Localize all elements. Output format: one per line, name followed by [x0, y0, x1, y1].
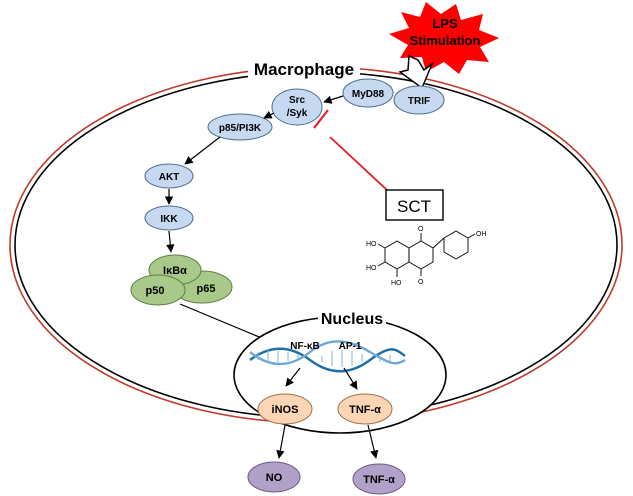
arrow-ap1-tnfa	[343, 367, 358, 390]
inos-label: iNOS	[272, 404, 299, 416]
nfkb-complex: IκBα p50 p65	[130, 254, 233, 306]
sct-chemical-structure	[377, 230, 476, 277]
chem-label-oh: OH	[476, 231, 487, 238]
chem-label-o-carbonyl: O	[418, 279, 424, 286]
chem-label-ho-2: HO	[366, 265, 377, 272]
arrow-myd88-src	[323, 95, 344, 104]
starburst-icon	[389, 2, 499, 74]
arrow-src-pi3k	[263, 110, 275, 119]
ikba-label: IκBα	[163, 265, 187, 277]
tnfa-gene-label: TNF-α	[349, 404, 381, 416]
nfkb-label: NF-κB	[290, 341, 319, 352]
sct-inhibitor: SCT	[313, 109, 444, 221]
node-inos: iNOS	[257, 393, 313, 425]
chem-label-ho-1: HO	[366, 241, 377, 248]
inhibition-bar	[313, 109, 329, 129]
title-backdrop	[248, 58, 360, 80]
cell-title: Macrophage	[254, 60, 354, 79]
arrow-inos-no	[276, 424, 286, 459]
node-myd88: MyD88	[342, 78, 394, 108]
sct-label: SCT	[397, 197, 431, 216]
chem-label-ho-3: HO	[391, 280, 402, 287]
node-tnfa-gene: TNF-α	[337, 393, 393, 425]
akt-label: AKT	[159, 172, 180, 183]
arrow-pi3k-akt	[184, 136, 221, 165]
dna-helix-icon	[249, 340, 406, 373]
lps-stimulus: LPS Stimulation	[389, 2, 499, 74]
hollow-arrow-icon	[398, 54, 434, 90]
node-trif: TRIF	[393, 85, 445, 115]
myd88-label: MyD88	[352, 89, 385, 100]
node-p50	[130, 274, 186, 306]
chem-label-o-ring: O	[418, 226, 424, 233]
syk-label: /Syk	[287, 108, 308, 119]
nucleus-label: Nucleus	[321, 311, 383, 328]
node-akt: AKT	[144, 163, 194, 189]
node-ikk: IKK	[144, 205, 194, 231]
tnfa-out-label: TNF-α	[363, 474, 395, 486]
no-label: NO	[266, 472, 283, 484]
pi3k-label: p85/PI3K	[219, 123, 262, 134]
p65-label: p65	[197, 283, 216, 295]
arrow-ikk-ikba	[166, 230, 175, 253]
sct-box	[385, 189, 444, 221]
arrow-nfkb-inos	[285, 367, 301, 387]
ap1-label: AP-1	[339, 341, 362, 352]
trif-label: TRIF	[408, 96, 430, 107]
lps-label: LPS	[432, 16, 458, 31]
node-tnfa-out: TNF-α	[352, 463, 406, 495]
inhibition-line	[329, 136, 388, 191]
stimulation-label: Stimulation	[410, 33, 481, 48]
arrow-tnfa-out	[367, 424, 379, 459]
ikk-label: IKK	[160, 214, 178, 225]
p50-label: p50	[146, 285, 165, 297]
node-pi3k: p85/PI3K	[207, 113, 273, 141]
node-src-syk: Src /Syk	[271, 88, 323, 126]
node-no: NO	[247, 461, 301, 493]
src-label: Src	[289, 95, 306, 106]
